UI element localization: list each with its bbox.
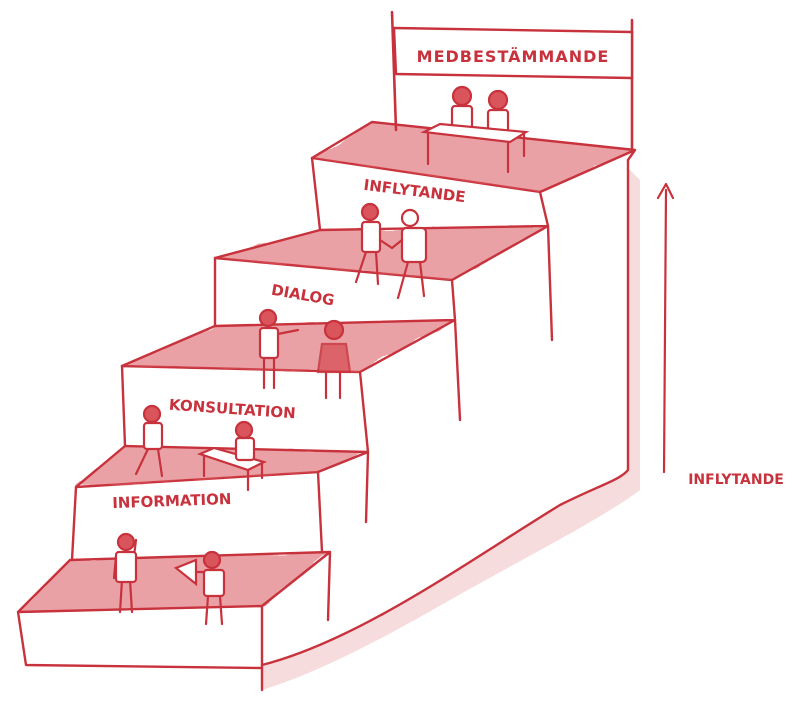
figure-speaker-dialog — [258, 308, 300, 390]
figure-collaborators-top — [420, 85, 530, 174]
step-4-outline — [213, 224, 554, 342]
step-4-tread — [215, 226, 548, 280]
desk-konsultation — [196, 420, 268, 492]
step-2-tread — [76, 446, 368, 487]
step-1-outline — [16, 550, 332, 692]
top-banner: MEDBESTÄMMANDE — [390, 10, 634, 150]
step-3-tread — [122, 320, 455, 372]
step-label-information: INFORMATION — [112, 490, 232, 512]
step-label-konsultation: KONSULTATION — [168, 396, 296, 423]
figure-handshake-left — [354, 202, 394, 286]
step-label-inflytande: INFLYTANDE — [363, 176, 467, 206]
staircase-side-wall — [262, 168, 640, 690]
step-1-tread — [18, 552, 330, 612]
figure-megaphone-information — [173, 550, 226, 626]
step-label-dialog: DIALOG — [270, 281, 336, 310]
staircase-side-edge — [260, 158, 630, 667]
figure-listener-information — [112, 532, 138, 614]
banner-label: MEDBESTÄMMANDE — [417, 47, 610, 66]
figure-visitor-konsultation — [134, 404, 164, 478]
side-label-inflytande: INFLYTANDE — [688, 472, 784, 488]
arrow-up-icon — [656, 182, 675, 474]
figure-listener-dialog — [316, 319, 352, 400]
step-1-riser — [70, 470, 324, 562]
figure-handshake-right — [390, 208, 428, 300]
top-landing — [312, 122, 635, 192]
